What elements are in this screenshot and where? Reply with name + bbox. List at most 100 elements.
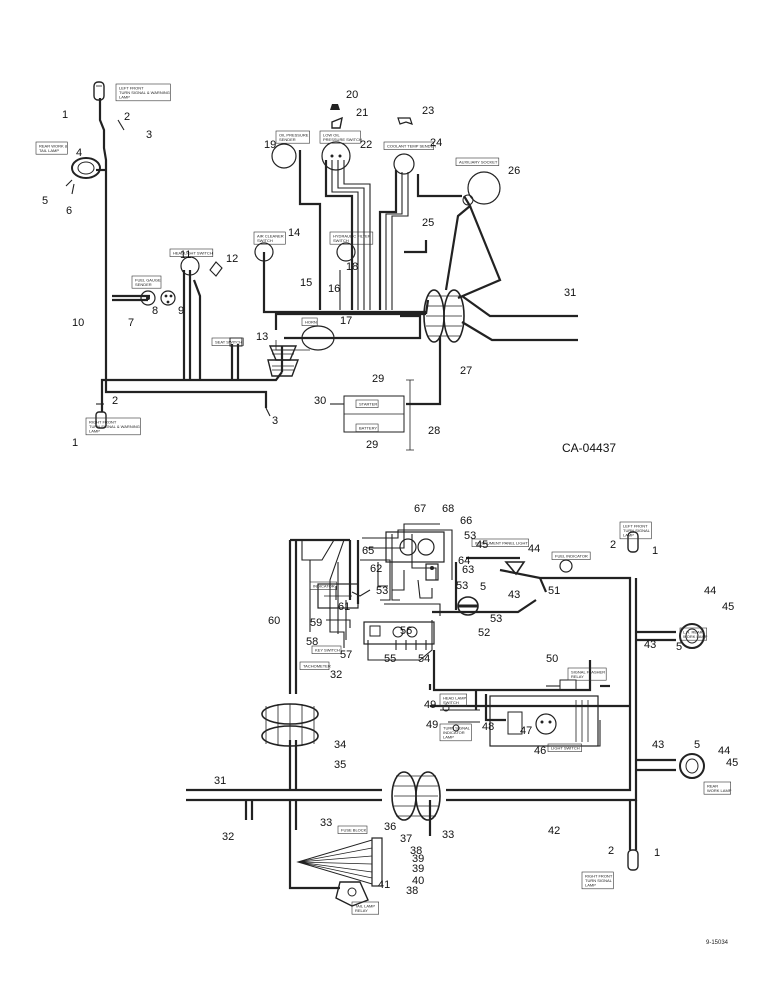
label-line: AIR CLEANER (257, 234, 284, 239)
callout-c3a: 3 (146, 129, 152, 141)
callout-d59: 59 (310, 617, 322, 629)
label-line: FUEL GAUGE (135, 278, 161, 283)
label-line: TURN SIGNAL & WARNING (89, 424, 140, 429)
label-line: INSTRUMENT PANEL LIGHT (475, 541, 528, 546)
label-line: LAMP (443, 735, 454, 740)
fuse-block (296, 837, 383, 887)
callout-c31a: 31 (564, 287, 576, 299)
callout-c29b: 29 (366, 439, 378, 451)
component-label-l2: REAR WORK &TAIL LAMP (35, 141, 68, 155)
label-line: L.H. REAR (683, 630, 703, 635)
callout-c23: 23 (422, 105, 434, 117)
label-line: FUSE BLOCK (341, 828, 367, 833)
callout-d43c: 43 (652, 739, 664, 751)
label-line: SEAT SWITCH (215, 340, 242, 345)
label-line: LAMP (623, 533, 634, 538)
callout-c16: 16 (328, 283, 340, 295)
starter-motor (267, 345, 300, 377)
battery-cable-box (330, 395, 405, 433)
label-line: HORN (305, 320, 317, 325)
callout-d62: 62 (370, 563, 382, 575)
callout-c24: 24 (430, 137, 442, 149)
bottom-bulkhead-connector (391, 771, 441, 821)
flasher-relay (559, 679, 577, 691)
component-label-m15: TACHOMETER (299, 661, 331, 670)
callout-c14: 14 (288, 227, 300, 239)
label-line: REAR WORK & (39, 144, 68, 149)
callout-c17: 17 (340, 315, 352, 327)
component-label-l8: AUXILIARY SOCKET (455, 157, 500, 166)
callout-d36: 36 (384, 821, 396, 833)
callout-d42: 42 (548, 825, 560, 837)
callout-c3b: 3 (272, 415, 278, 427)
top-reference-code: CA-04437 (562, 441, 616, 455)
callout-d1a: 1 (652, 545, 658, 557)
label-box (471, 538, 529, 547)
bottom-reference-code: 9-15034 (706, 940, 729, 946)
callout-d34: 34 (334, 739, 346, 751)
label-box (567, 667, 607, 681)
ammeter (457, 596, 479, 616)
label-line: LEFT FRONT (623, 524, 648, 529)
label-line: KEY SWITCH (315, 648, 340, 653)
label-line: BATTERY (359, 426, 377, 431)
bottom-components (261, 531, 705, 907)
callout-d51: 51 (548, 585, 560, 597)
label-box (703, 781, 732, 795)
low-oil-switch (321, 104, 351, 171)
label-box (299, 661, 330, 670)
label-line: LEFT FRONT (119, 86, 144, 91)
left-front-lamp (93, 81, 105, 101)
label-line: SWITCH (443, 700, 459, 705)
label-line: SIGNAL FLASHER (571, 670, 605, 675)
label-line: TURN SIGNAL & WARNING (119, 90, 170, 95)
label-box (115, 83, 171, 102)
callout-d53b: 53 (456, 580, 468, 592)
callout-d47: 47 (520, 725, 532, 737)
callout-c15: 15 (300, 277, 312, 289)
callout-c19: 19 (264, 139, 276, 151)
label-box (337, 825, 368, 834)
label-line: HYDRAULIC FILTER (333, 234, 371, 239)
callout-d2b: 2 (608, 845, 614, 857)
label-line: TURN SIGNAL (585, 878, 613, 883)
callout-c13: 13 (256, 331, 268, 343)
callout-c1a: 1 (62, 109, 68, 121)
callout-d48: 48 (482, 721, 494, 733)
callout-d44c: 44 (718, 745, 730, 757)
callout-d58: 58 (306, 636, 318, 648)
callout-d45c: 45 (726, 757, 738, 769)
label-line: AUXILIARY SOCKET (459, 160, 498, 165)
callout-d32a: 32 (330, 669, 342, 681)
callout-d53c: 53 (376, 585, 388, 597)
component-label-m6: KEY SWITCH (311, 645, 342, 654)
fuel-gauge-sender (140, 290, 176, 306)
label-box (439, 723, 472, 742)
callout-d56: 56 (400, 625, 412, 637)
label-line: LAMP (89, 429, 100, 434)
label-box (169, 248, 214, 257)
label-line: WORK LAMP (683, 634, 708, 639)
callout-d66: 66 (460, 515, 472, 527)
callout-c30: 30 (314, 395, 326, 407)
label-line: RELAY (571, 674, 584, 679)
tail-lamp-relay (335, 881, 369, 907)
label-line: SENDER (279, 137, 296, 142)
callout-d5a: 5 (480, 581, 486, 593)
label-line: LOW OIL (323, 133, 340, 138)
label-line: REAR (707, 784, 718, 789)
label-line: SWITCH (257, 238, 273, 243)
